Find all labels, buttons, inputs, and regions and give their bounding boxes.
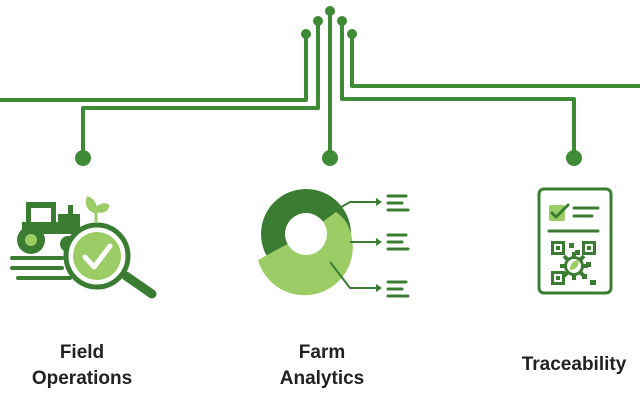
right-branch-line	[340, 22, 576, 158]
top-dot	[301, 29, 311, 39]
connector-lines	[0, 12, 640, 158]
farm-analytics-line1: Farm	[298, 342, 346, 363]
left-main-line	[0, 35, 308, 102]
connector-dots	[75, 6, 582, 166]
tractor-magnifier-check-icon	[10, 196, 157, 299]
node-dot-analytics	[322, 150, 338, 166]
left-branch-line	[81, 22, 320, 158]
traceability-line1: Traceability	[521, 354, 627, 375]
traceability-label: Traceability	[474, 352, 640, 378]
field-operations-line1: Field	[59, 342, 105, 363]
qr-checklist-document-icon	[537, 187, 613, 295]
node-dot-traceability	[566, 150, 582, 166]
top-dot	[347, 29, 357, 39]
farm-analytics-line2: Analytics	[279, 368, 365, 389]
right-main-line	[350, 35, 640, 88]
top-dot	[325, 6, 335, 16]
top-dot	[337, 16, 347, 26]
field-operations-label: Field Operations	[0, 340, 182, 392]
field-operations-line2: Operations	[31, 368, 133, 389]
node-dot-field	[75, 150, 91, 166]
farm-analytics-label: Farm Analytics	[222, 340, 422, 392]
donut-chart-icon	[258, 189, 410, 298]
top-dot	[313, 16, 323, 26]
